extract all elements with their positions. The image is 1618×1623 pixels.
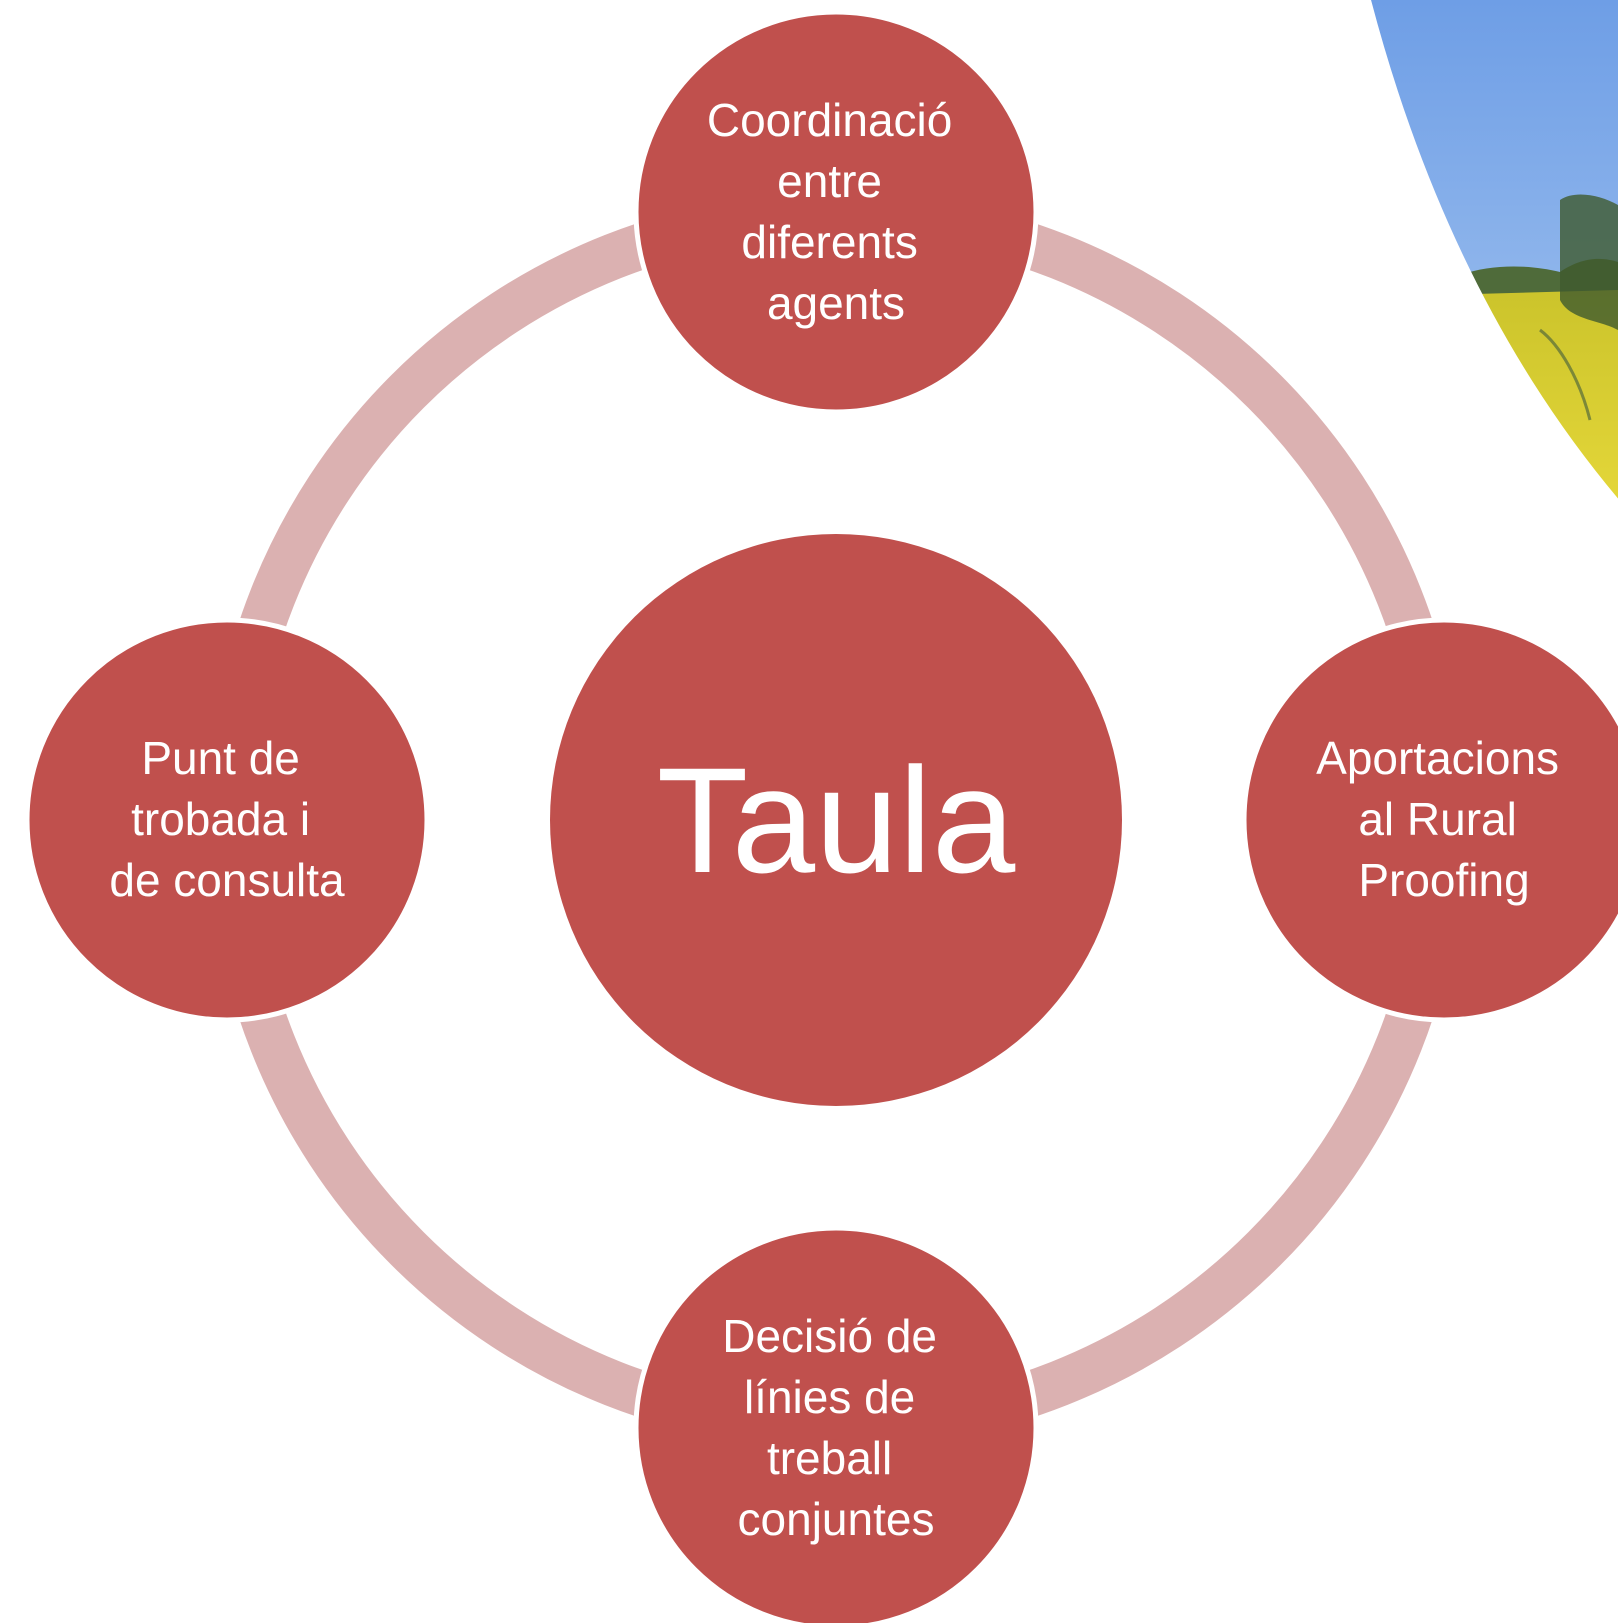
node-bottom-line: conjuntes xyxy=(738,1493,935,1545)
node-bottom-line: treball xyxy=(767,1432,892,1484)
node-left-line: Punt de xyxy=(141,732,300,784)
svg-text:Coordinació entre: Coordinació entre diferents agents xyxy=(707,94,965,329)
node-right-line: Aportacions xyxy=(1316,732,1559,784)
node-right: Aportacions al Rural Proofing xyxy=(1241,617,1618,1023)
node-left-line: trobada i xyxy=(131,793,310,845)
node-left-line: de consulta xyxy=(109,854,345,906)
node-right-line: al Rural xyxy=(1358,793,1517,845)
center-label: Taula xyxy=(657,736,1016,904)
node-right-line: Proofing xyxy=(1358,854,1529,906)
svg-text:Punt de trobada i: Punt de trobada i de consulta xyxy=(109,732,345,906)
node-top-line: entre xyxy=(777,155,882,207)
svg-text:Aportacions al Rural: Aportacions al Rural Proofing xyxy=(1316,732,1572,906)
center-node: Taula xyxy=(550,534,1122,1106)
svg-text:Decisió de línies de: Decisió de línies de treball conjuntes xyxy=(722,1310,950,1545)
node-bottom: Decisió de línies de treball conjuntes xyxy=(633,1225,1039,1623)
node-top-line: Coordinació xyxy=(707,94,952,146)
node-top-line: agents xyxy=(767,277,905,329)
photo-edge xyxy=(1369,0,1618,501)
node-bottom-line: línies de xyxy=(744,1371,915,1423)
node-top-line: diferents xyxy=(741,216,917,268)
landscape-photo xyxy=(1370,0,1618,500)
node-left: Punt de trobada i de consulta xyxy=(24,617,430,1023)
node-bottom-line: Decisió de xyxy=(722,1310,937,1362)
node-top: Coordinació entre diferents agents xyxy=(633,9,1039,415)
